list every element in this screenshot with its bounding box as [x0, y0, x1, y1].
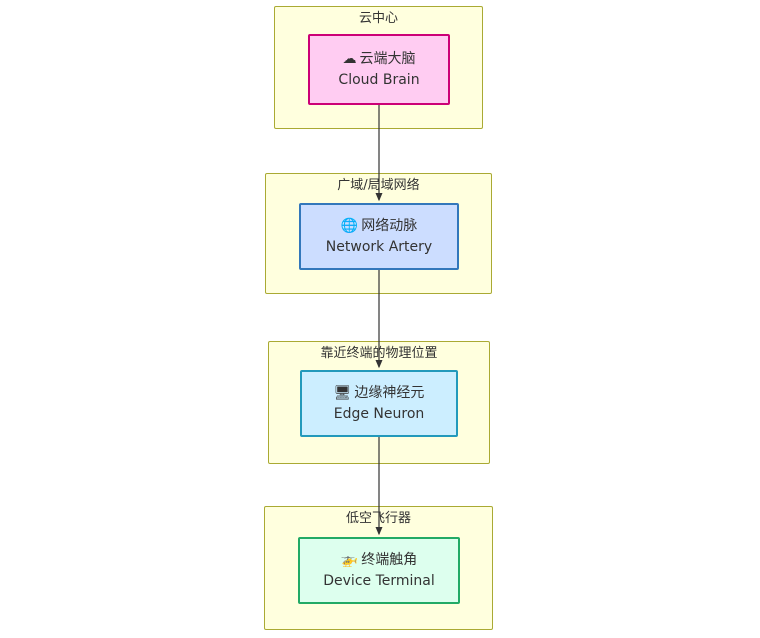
desktop-computer-icon: 🖥	[333, 384, 352, 401]
node-edge-neuron-text-cn: 边缘神经元	[354, 384, 425, 401]
node-edge-neuron-label-cn: 🖥边缘神经元	[334, 383, 425, 404]
group-title-near-terminal-location: 靠近终端的物理位置	[320, 346, 438, 361]
group-title-low-altitude-aircraft: 低空飞行器	[345, 511, 411, 526]
node-cloud-brain-text-cn: 云端大脑	[359, 50, 416, 67]
cloud-icon: ☁	[342, 50, 357, 67]
node-device-terminal-label-en: Device Terminal	[323, 572, 435, 589]
node-device-terminal[interactable]: 🚁终端触角 Device Terminal	[298, 537, 460, 604]
helicopter-icon: 🚁	[340, 551, 359, 568]
group-title-wan-lan-network: 广域/局域网络	[337, 178, 420, 193]
node-cloud-brain[interactable]: ☁云端大脑 Cloud Brain	[308, 34, 450, 105]
group-title-cloud-center: 云中心	[358, 11, 398, 26]
node-edge-neuron[interactable]: 🖥边缘神经元 Edge Neuron	[300, 370, 458, 437]
node-device-terminal-text-cn: 终端触角	[361, 551, 418, 568]
globe-icon: 🌐	[340, 217, 359, 234]
node-edge-neuron-label-en: Edge Neuron	[333, 405, 425, 422]
node-network-artery-text-cn: 网络动脉	[361, 217, 418, 234]
node-cloud-brain-label-en: Cloud Brain	[338, 71, 420, 88]
node-network-artery-label-cn: 🌐网络动脉	[341, 216, 417, 237]
node-network-artery[interactable]: 🌐网络动脉 Network Artery	[299, 203, 459, 270]
node-device-terminal-label-cn: 🚁终端触角	[341, 550, 417, 571]
node-cloud-brain-label-cn: ☁云端大脑	[343, 49, 416, 70]
node-network-artery-label-en: Network Artery	[325, 238, 433, 255]
